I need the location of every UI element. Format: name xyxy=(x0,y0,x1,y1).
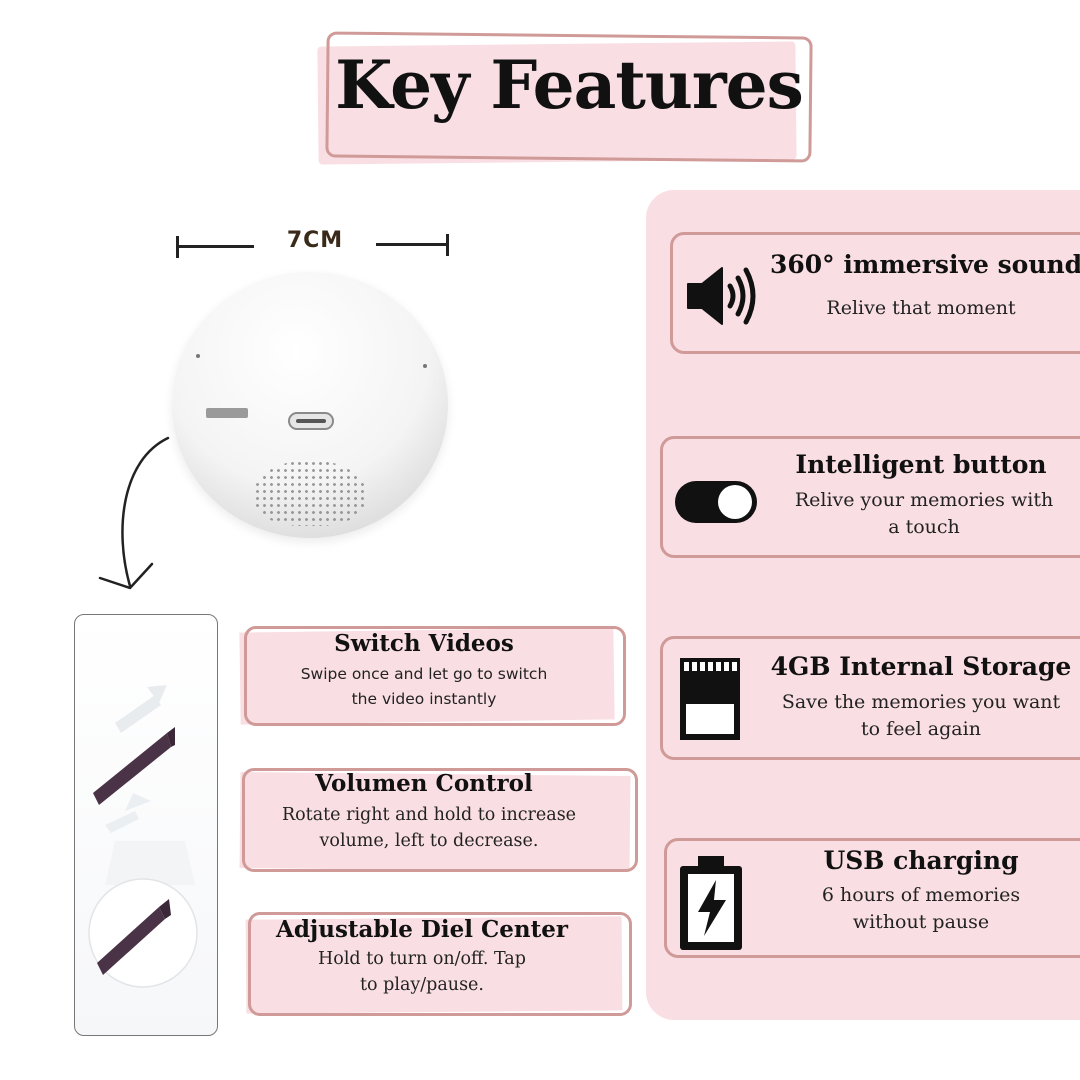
usb-charging-card xyxy=(664,838,1080,958)
intelligent-button-title: Intelligent button xyxy=(795,450,1047,479)
volume-control-title: Volumen Control xyxy=(315,770,533,797)
internal-storage-title: 4GB Internal Storage xyxy=(770,652,1072,681)
dimension-right-line xyxy=(376,243,448,246)
curved-arrow-icon xyxy=(98,436,170,590)
page-title: Key Features xyxy=(335,46,804,124)
usb-charging-desc-line1: 6 hours of memories xyxy=(821,884,1021,906)
volume-control-desc-line2: volume, left to decrease. xyxy=(319,831,539,851)
speaker-icon xyxy=(684,262,760,330)
device-power-switch xyxy=(206,408,248,418)
switch-videos-card xyxy=(244,626,626,726)
dial-center-desc: Hold to turn on/off. Tap to play/pause. xyxy=(244,946,600,998)
internal-storage-desc-line1: Save the memories you want xyxy=(781,691,1061,713)
device-mic-hole-right xyxy=(423,364,427,368)
dial-usage-diagram xyxy=(74,614,218,1036)
switch-videos-desc-line2: the video instantly xyxy=(351,690,497,708)
dimension-label: 7CM xyxy=(286,228,344,253)
device-speaker-grille xyxy=(254,460,366,526)
immersive-sound-desc: Relive that moment xyxy=(826,297,1016,319)
dimension-left-line xyxy=(176,245,254,248)
usb-charging-desc: 6 hours of memories without pause xyxy=(770,882,1072,936)
battery-charging-icon xyxy=(676,854,746,952)
internal-storage-desc: Save the memories you want to feel again xyxy=(770,689,1072,743)
immersive-sound-title: 360° immersive sound xyxy=(770,250,1080,279)
device-usb-c-port-inner xyxy=(296,419,326,423)
dial-center-card xyxy=(248,912,632,1016)
dimension-right-cap xyxy=(446,234,449,256)
intelligent-button-desc-line1: Relive your memories with xyxy=(794,489,1054,511)
volume-control-card xyxy=(242,768,638,872)
immersive-sound-card xyxy=(670,232,1080,354)
switch-videos-desc-line1: Swipe once and let go to switch xyxy=(300,665,548,683)
internal-storage-card xyxy=(660,636,1080,760)
intelligent-button-desc-line2: a touch xyxy=(888,516,960,538)
usb-charging-desc-line2: without pause xyxy=(852,911,990,933)
dial-center-desc-line2: to play/pause. xyxy=(360,975,484,995)
dial-center-desc-line1: Hold to turn on/off. Tap xyxy=(318,949,526,969)
internal-storage-desc-line2: to feel again xyxy=(861,718,981,740)
device-mic-hole-left xyxy=(196,354,200,358)
dial-gesture-illustration xyxy=(88,685,198,988)
sd-card-icon xyxy=(678,656,742,742)
volume-control-desc: Rotate right and hold to increase volume… xyxy=(244,802,614,854)
intelligent-button-desc: Relive your memories with a touch xyxy=(770,487,1078,541)
usb-charging-title: USB charging xyxy=(823,846,1019,875)
dial-center-title: Adjustable Diel Center xyxy=(275,916,568,943)
volume-control-desc-line1: Rotate right and hold to increase xyxy=(281,805,577,825)
intelligent-button-card xyxy=(660,436,1080,558)
toggle-icon xyxy=(674,480,758,524)
switch-videos-title: Switch Videos xyxy=(334,630,514,657)
switch-videos-desc: Swipe once and let go to switch the vide… xyxy=(244,662,604,712)
